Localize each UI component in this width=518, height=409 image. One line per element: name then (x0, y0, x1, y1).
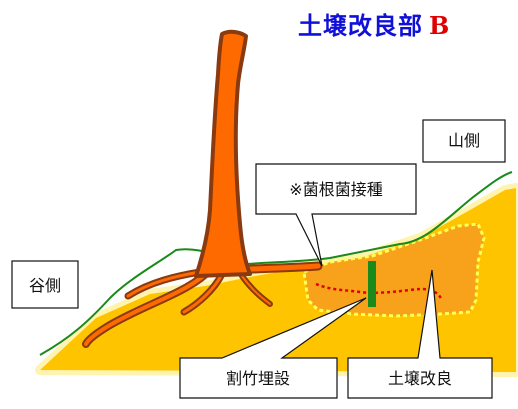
label-soil: 土壌改良 (388, 369, 452, 388)
label-mountain-side: 山側 (448, 131, 480, 150)
callout-valley-side: 谷側 (11, 260, 79, 309)
bamboo-stake (368, 261, 376, 307)
improved-soil-zone (302, 222, 486, 318)
label-bamboo: 割竹埋設 (226, 369, 290, 388)
label-valley-side: 谷側 (29, 276, 61, 295)
label-inoculation: ※菌根菌接種 (289, 180, 382, 199)
title-main: 土壌改良部 (298, 11, 423, 40)
callout-mountain-side: 山側 (422, 119, 506, 163)
title-code: B (429, 11, 451, 40)
callout-inoculation: ※菌根菌接種 (255, 163, 417, 267)
ground-slope (40, 188, 516, 372)
grass-surface-line (39, 171, 513, 356)
callout-bamboo: 割竹埋設 (179, 297, 367, 399)
callout-soil: 土壌改良 (347, 269, 493, 399)
tree-trunk (194, 29, 252, 278)
